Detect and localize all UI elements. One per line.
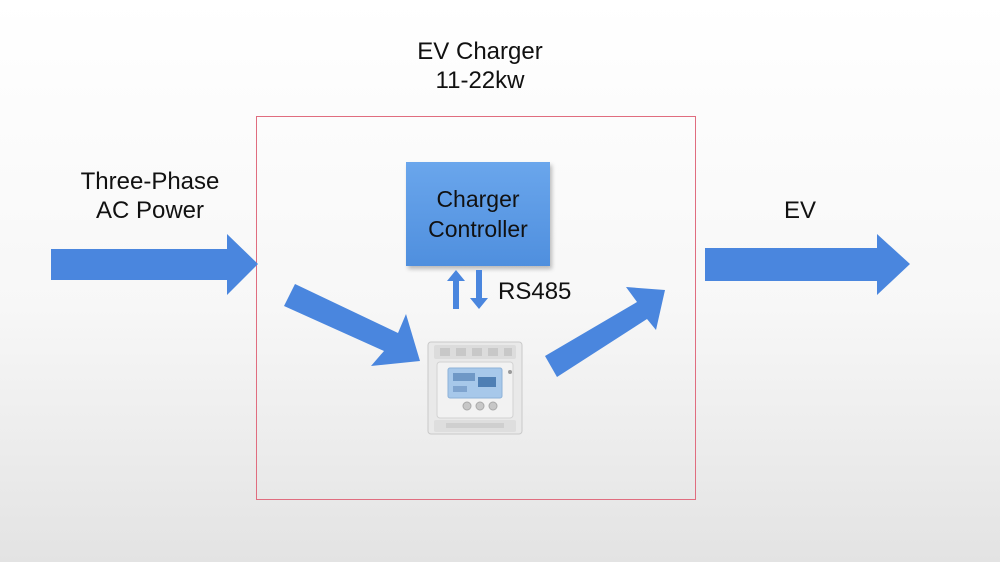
- ev-charger-frame: [256, 116, 696, 500]
- din-rail-energy-meter-icon: [427, 341, 523, 435]
- diagram-title: EV Charger 11-22kw: [330, 37, 630, 95]
- rs485-label: RS485: [498, 278, 572, 305]
- controller-line-1: Charger: [436, 186, 520, 212]
- input-label-line-1: Three-Phase: [80, 168, 220, 195]
- output-label: EV: [783, 197, 816, 224]
- controller-line-2: Controller: [428, 216, 528, 242]
- title-line-2: 11-22kw: [435, 67, 525, 94]
- charger-controller-box: Charger Controller: [406, 162, 550, 266]
- title-line-1: EV Charger: [417, 38, 543, 65]
- input-arrow: [51, 234, 258, 295]
- input-label-line-2: AC Power: [95, 197, 205, 224]
- up-arrow: [447, 270, 465, 309]
- arrow-from-meter: [545, 287, 665, 377]
- arrow-to-meter: [284, 284, 420, 366]
- output-arrow: [705, 234, 910, 295]
- down-arrow: [470, 270, 488, 309]
- input-label: Three-Phase AC Power: [50, 167, 250, 225]
- bidirectional-arrow-icon: [447, 270, 488, 309]
